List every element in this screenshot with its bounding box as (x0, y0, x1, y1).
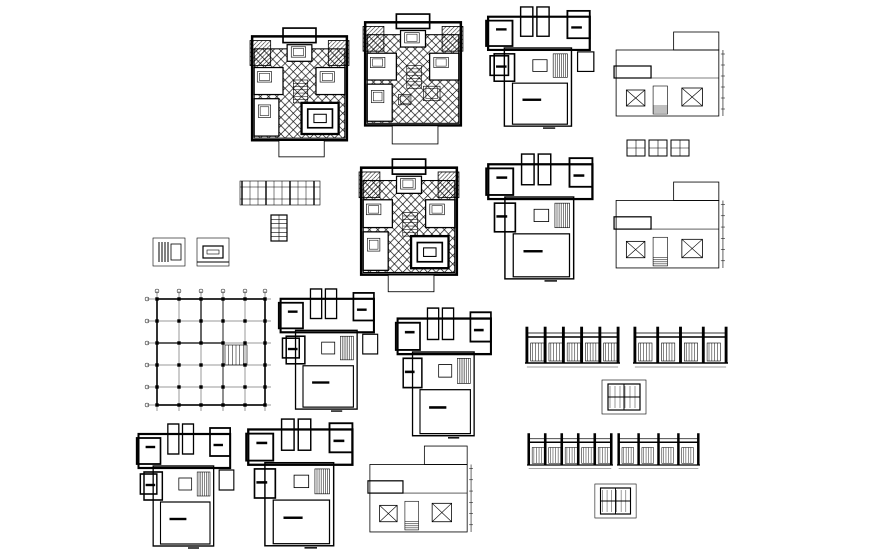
floor-plan-1 (482, 5, 604, 132)
roof-plan-1-graphic (613, 31, 725, 117)
ground-floor-plan-furnished-1 (248, 26, 351, 161)
detail-1 (151, 236, 187, 268)
floor-plan-4-graphic (394, 307, 492, 439)
detail-2-graphic (196, 237, 230, 267)
roof-plan-1 (612, 30, 725, 118)
column-grid-plan (143, 287, 273, 415)
door-detail-1 (269, 213, 289, 243)
section-4 (617, 430, 700, 472)
section-2 (633, 323, 728, 371)
floor-plan-1-graphic (485, 6, 595, 129)
detail-2 (195, 236, 231, 268)
elevation-strip-1 (238, 177, 322, 209)
door-detail-1-graphic (270, 214, 288, 242)
floor-plan-5 (133, 422, 243, 552)
floor-plan-6-graphic (245, 418, 354, 549)
first-floor-plan-furnished-1-graphic (362, 13, 464, 145)
roof-plan-3-graphic (367, 445, 473, 533)
section-2-graphic (633, 326, 728, 368)
floor-plan-6 (242, 417, 367, 552)
detail-3 (600, 378, 648, 416)
section-3 (527, 430, 613, 472)
floor-plan-5-graphic (135, 423, 235, 549)
detail-4-graphic (594, 483, 637, 519)
section-1-graphic (525, 326, 620, 368)
window-detail-1 (625, 138, 690, 158)
window-detail-1-graphic (626, 139, 690, 157)
furnished-plan-2-graphic (358, 158, 460, 293)
roof-plan-2 (612, 180, 725, 270)
detail-1-graphic (152, 237, 186, 267)
floor-plan-4 (392, 306, 504, 442)
floor-plan-3 (275, 287, 387, 415)
first-floor-plan-furnished-1 (361, 12, 465, 146)
detail-3-graphic (601, 379, 647, 415)
floor-plan-2 (482, 152, 607, 285)
furnished-plan-2 (357, 157, 461, 296)
detail-4 (593, 482, 638, 520)
section-4-graphic (617, 433, 700, 469)
roof-plan-3 (366, 444, 473, 534)
roof-plan-2-graphic (613, 181, 725, 269)
elevation-strip-1-graphic (239, 180, 321, 206)
section-1 (525, 323, 620, 371)
floor-plan-3-graphic (277, 288, 379, 412)
column-grid-plan-graphic (144, 288, 271, 411)
section-3-graphic (527, 433, 613, 469)
ground-floor-plan-furnished-1-graphic (249, 27, 350, 158)
floor-plan-2-graphic (485, 153, 594, 282)
